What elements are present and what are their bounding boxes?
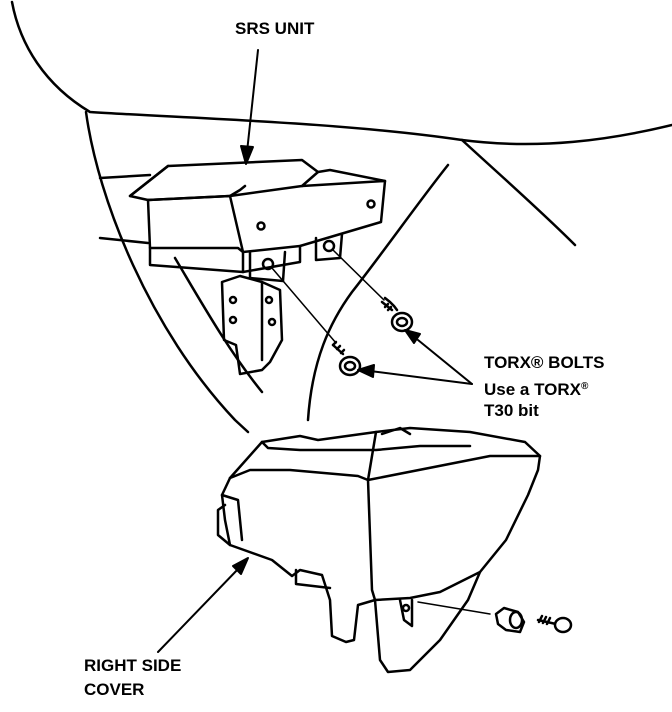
- cover-label: COVER: [84, 680, 145, 699]
- leader-torx-bolts: [357, 329, 473, 385]
- leader-srs-unit: [240, 49, 259, 165]
- srs-unit-label: SRS UNIT: [235, 19, 315, 38]
- torx-bolt-upper: [380, 296, 414, 333]
- right-side-label: RIGHT SIDE: [84, 656, 182, 675]
- bolt-alignment-lines: [271, 249, 385, 344]
- right-side-cover: [216, 426, 542, 674]
- torx-reg-mark: ®: [581, 381, 589, 392]
- torx-instruction-label: Use a TORX®: [484, 376, 588, 400]
- torx-use-text: Use a TORX: [484, 380, 582, 399]
- srs-unit: [128, 158, 387, 376]
- leader-right-side-cover: [157, 557, 249, 653]
- cover-screw: [417, 601, 573, 634]
- torx-bolt-lower: [331, 340, 362, 377]
- dashboard-outline: [10, 0, 672, 434]
- torx-bolts-label: TORX® BOLTS: [484, 353, 605, 372]
- torx-bit-label: T30 bit: [484, 401, 539, 420]
